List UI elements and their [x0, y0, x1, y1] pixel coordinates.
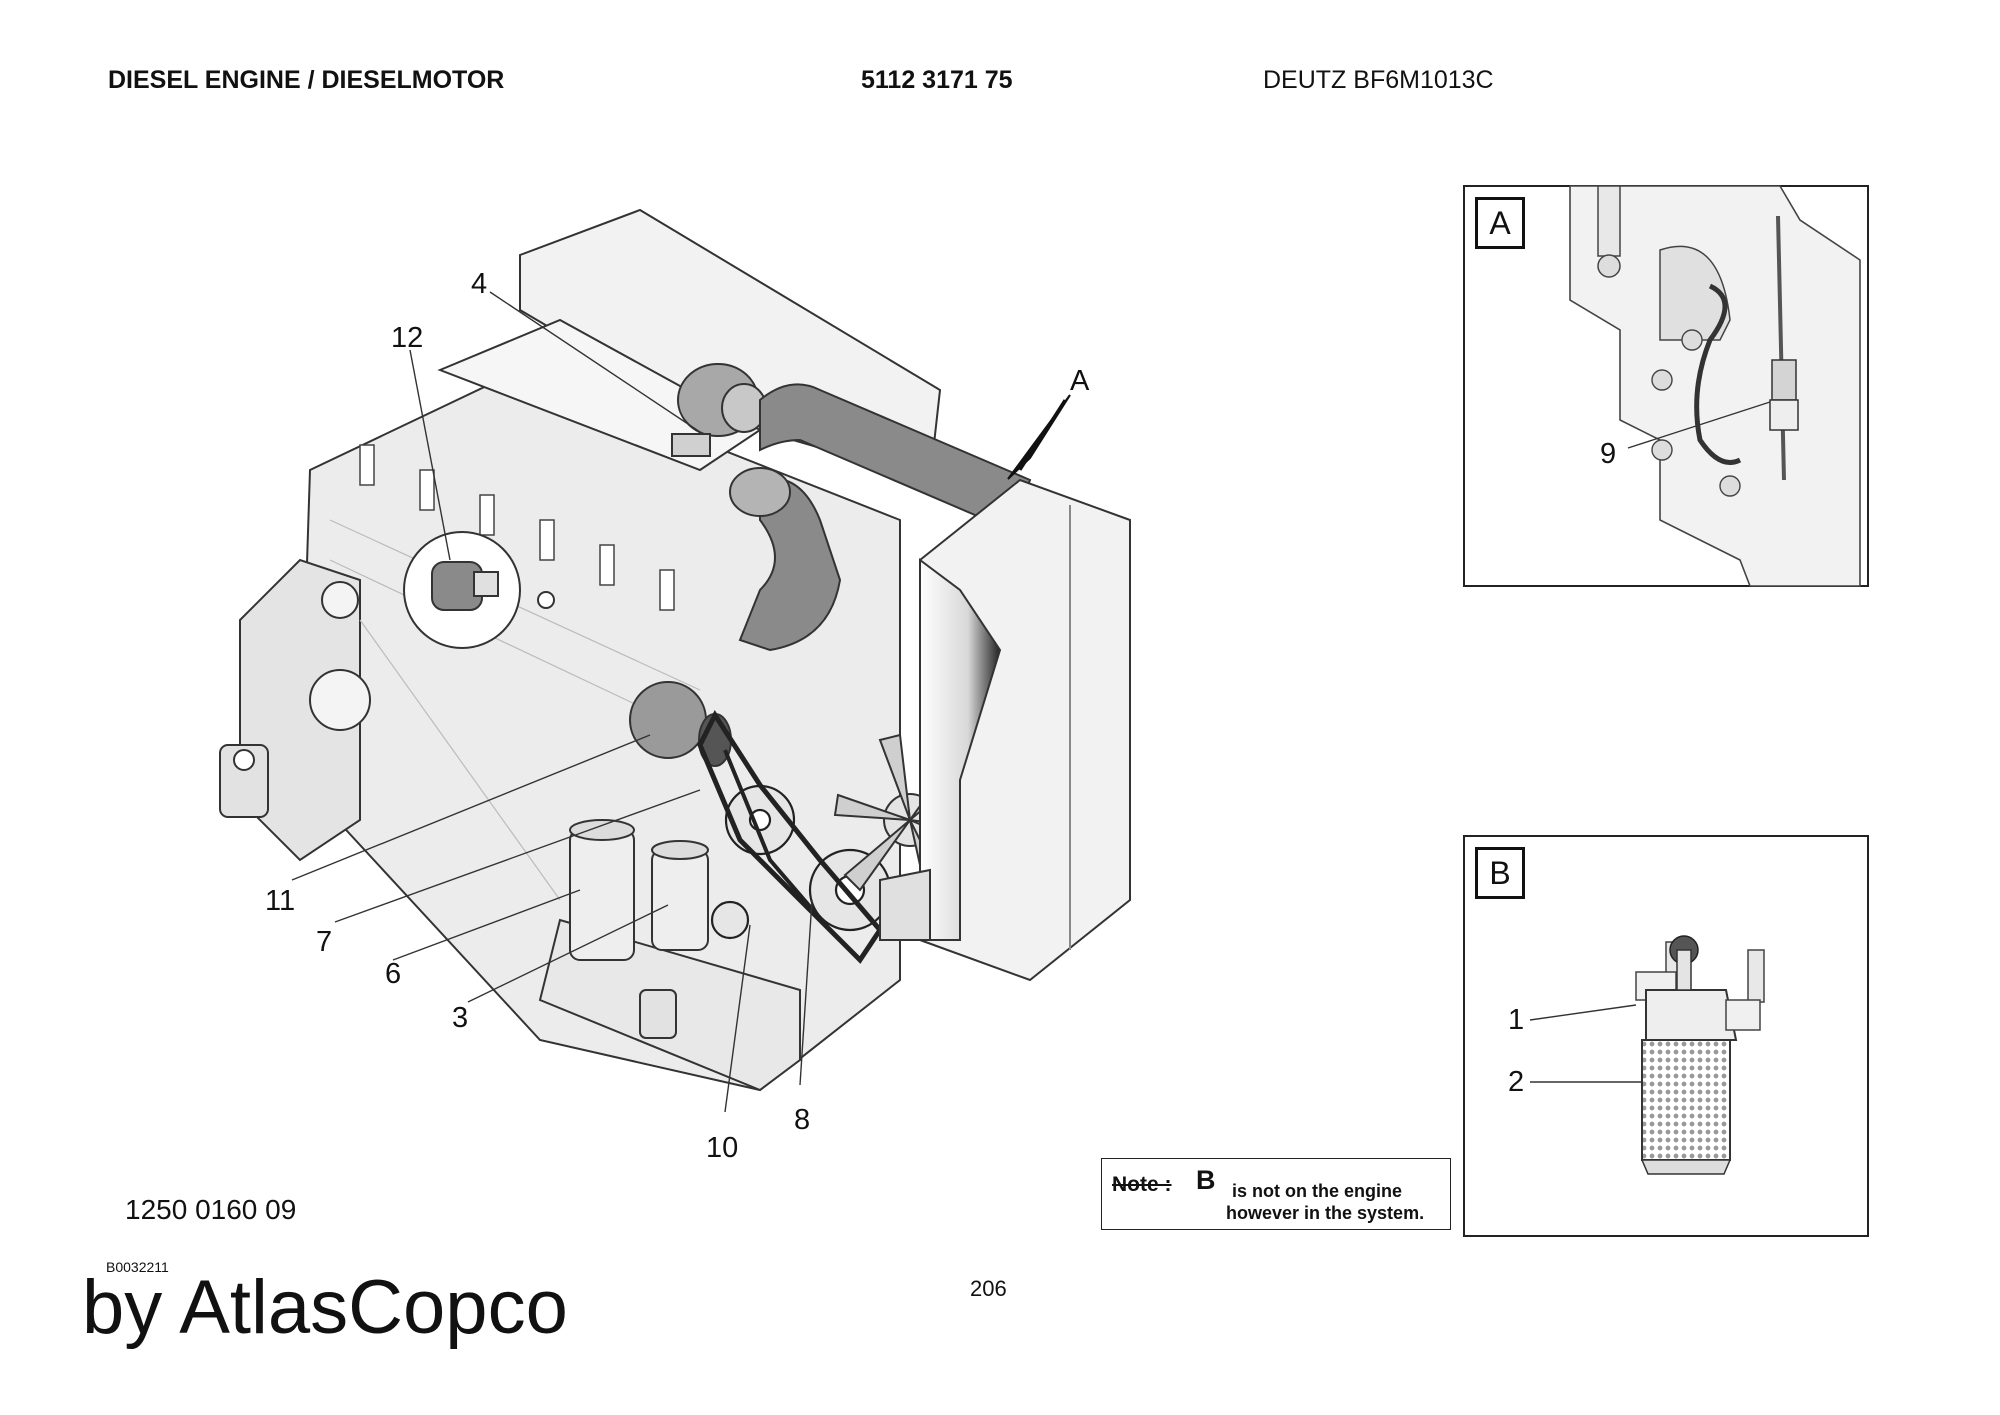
callout-4: 4 — [471, 268, 488, 300]
fuel-filters — [569, 819, 709, 1039]
page-number: 206 — [970, 1276, 1007, 1301]
callout-8: 8 — [794, 1104, 811, 1136]
callout-9: 9 — [1600, 438, 1617, 470]
figure-number: 1250 0160 09 — [125, 1194, 297, 1225]
part-number: 5112 3171 75 — [861, 66, 1013, 94]
note-letter: B — [1196, 1165, 1216, 1195]
leader-lines — [291, 291, 813, 1113]
reference-code: B0032211 — [106, 1259, 169, 1275]
note-line-1: is not on the engine — [1232, 1181, 1402, 1201]
detail-a-label: A — [1475, 197, 1525, 249]
callout-11: 11 — [265, 885, 296, 917]
detail-b-drawing — [1463, 835, 1869, 1237]
note-box: Note : B is not on the engine however in… — [1101, 1158, 1451, 1230]
magnified-detail-12 — [403, 531, 555, 649]
brand-watermark: by AtlasCopco — [82, 1265, 568, 1350]
callout-2: 2 — [1508, 1066, 1525, 1098]
document-title: DIESEL ENGINE / DIESELMOTOR — [108, 66, 505, 94]
callout-6: 6 — [385, 958, 402, 990]
detail-a-drawing — [1463, 185, 1869, 587]
callout-7: 7 — [316, 926, 333, 958]
note-line-2: however in the system. — [1226, 1203, 1425, 1223]
callout-10: 10 — [706, 1132, 739, 1164]
callout-3: 3 — [452, 1002, 469, 1034]
note-label: Note : — [1112, 1173, 1172, 1196]
callout-1: 1 — [1508, 1004, 1525, 1036]
detail-b-label: B — [1475, 847, 1525, 899]
callout-a: A — [1070, 365, 1090, 397]
callout-12: 12 — [391, 322, 424, 354]
engine-model: DEUTZ BF6M1013C — [1263, 66, 1494, 94]
turbocharger — [671, 363, 1032, 652]
radiator — [879, 478, 1131, 982]
